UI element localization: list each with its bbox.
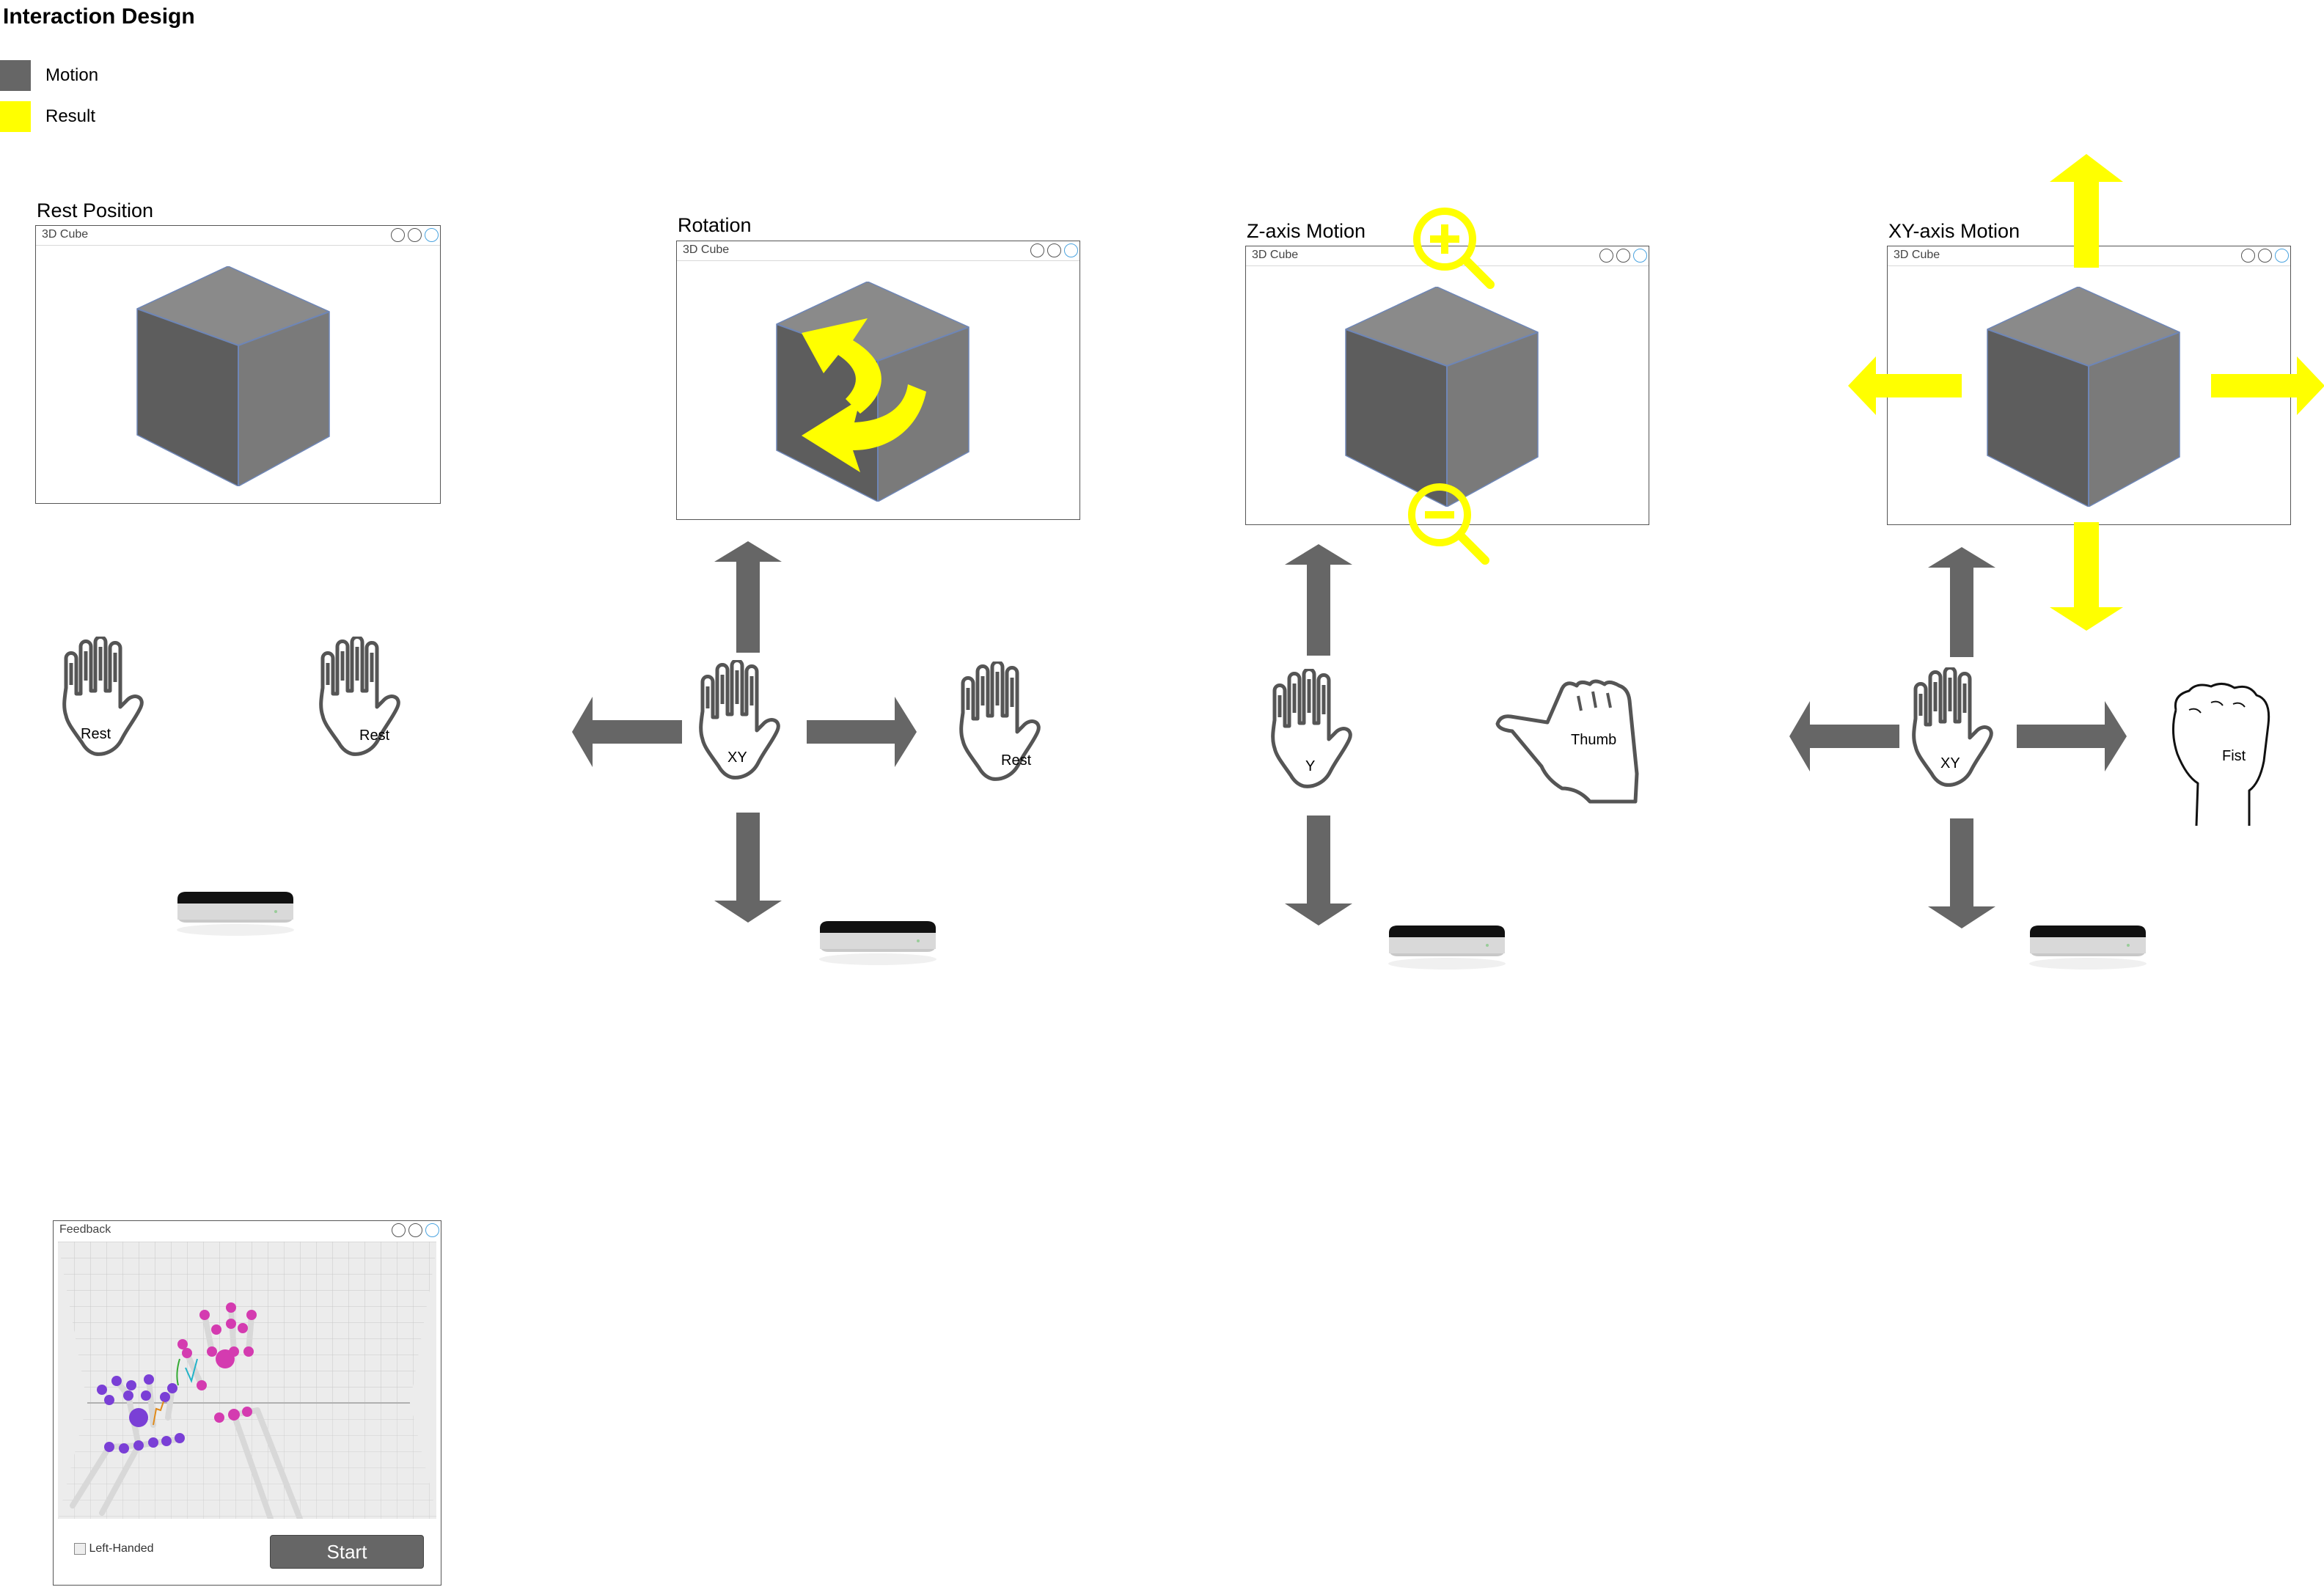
hand-label: XY xyxy=(727,749,747,766)
window-titlebar: 3D Cube xyxy=(677,241,1079,261)
arrow-up xyxy=(1928,547,1995,657)
feedback-window: Feedback xyxy=(53,1220,441,1586)
cube-3d xyxy=(1340,287,1553,507)
minimize-icon[interactable] xyxy=(2241,249,2255,263)
close-icon[interactable] xyxy=(2275,249,2289,263)
cube-3d xyxy=(131,266,344,486)
left-handed-option[interactable]: Left-Handed xyxy=(74,1542,154,1555)
arrow-down xyxy=(1928,818,1995,928)
finger-trail xyxy=(185,1358,198,1383)
arrow-down xyxy=(1285,816,1352,926)
section-title: XY-axis Motion xyxy=(1888,220,2020,242)
motion-sensor-device xyxy=(1385,921,1509,972)
right-hand-joints xyxy=(177,1302,257,1423)
arrow-down xyxy=(714,813,782,923)
section-title: Rest Position xyxy=(37,199,154,221)
hand-label: Rest xyxy=(81,726,111,742)
motion-arrows xyxy=(572,541,917,923)
tracking-grid xyxy=(58,1242,436,1519)
arrow-left-result xyxy=(1848,356,1962,415)
arrow-up xyxy=(714,541,782,653)
hand-label: Y xyxy=(1305,758,1316,774)
window-titlebar: Feedback xyxy=(54,1221,441,1240)
window-title: Feedback xyxy=(59,1223,111,1236)
section-title: Rotation xyxy=(678,214,752,236)
fist-icon xyxy=(2172,683,2270,827)
left-hand-joints xyxy=(97,1374,185,1454)
close-icon[interactable] xyxy=(1633,249,1647,263)
zoom-out-icon xyxy=(1408,483,1489,565)
page-title: Interaction Design xyxy=(3,4,195,29)
legend-label: Result xyxy=(45,106,96,126)
maximize-icon[interactable] xyxy=(1616,249,1630,263)
maximize-icon[interactable] xyxy=(2258,249,2272,263)
arrow-up-result xyxy=(2050,154,2123,268)
cube-window: 3D Cube xyxy=(676,241,1080,520)
hand-icon xyxy=(1269,669,1364,801)
thumb-hand-icon xyxy=(1495,679,1639,804)
maximize-icon[interactable] xyxy=(408,1223,422,1237)
minimize-icon[interactable] xyxy=(391,228,405,242)
motion-sensor-device xyxy=(173,887,298,939)
close-icon[interactable] xyxy=(425,228,439,242)
hand-icon xyxy=(697,660,792,792)
window-title: 3D Cube xyxy=(1252,249,1299,261)
maximize-icon[interactable] xyxy=(408,228,422,242)
legend-swatch-motion xyxy=(0,60,31,91)
checkbox-label: Left-Handed xyxy=(89,1542,154,1555)
window-title: 3D Cube xyxy=(1894,249,1940,261)
hand-label: XY xyxy=(1940,755,1960,771)
minimize-icon[interactable] xyxy=(1030,243,1044,257)
window-title: 3D Cube xyxy=(42,228,89,241)
arrow-up xyxy=(1285,544,1352,656)
motion-arrows xyxy=(1789,547,2127,928)
hand-tracking-visualizer[interactable] xyxy=(58,1242,436,1519)
motion-sensor-device xyxy=(815,917,940,968)
window-titlebar: 3D Cube xyxy=(36,226,440,246)
legend-item-motion: Motion xyxy=(0,60,98,91)
close-icon[interactable] xyxy=(1064,243,1078,257)
hand-icon xyxy=(317,637,412,769)
hand-label: Rest xyxy=(1001,752,1032,769)
start-button[interactable]: Start xyxy=(270,1535,424,1569)
section-title: Z-axis Motion xyxy=(1247,220,1366,242)
close-icon[interactable] xyxy=(425,1223,439,1237)
arrow-right xyxy=(2017,701,2127,771)
arrow-right xyxy=(807,697,917,767)
hand-label: Thumb xyxy=(1571,732,1617,748)
arrow-left xyxy=(572,697,682,767)
legend-swatch-result xyxy=(0,101,31,132)
arrow-down-result xyxy=(2050,522,2123,631)
zoom-in-icon xyxy=(1413,208,1495,289)
rotate-arrows-icon xyxy=(802,318,926,472)
arrow-left xyxy=(1789,701,1899,771)
motion-arrows xyxy=(1285,544,1352,926)
maximize-icon[interactable] xyxy=(1047,243,1061,257)
hand-icon xyxy=(60,637,155,769)
legend-item-result: Result xyxy=(0,101,95,132)
result-arrows xyxy=(1848,154,2324,631)
hand-icon xyxy=(957,661,1052,794)
hand-icon xyxy=(1910,667,2005,799)
legend-label: Motion xyxy=(45,65,99,85)
left-handed-checkbox[interactable] xyxy=(74,1542,86,1555)
right-hand-skeleton xyxy=(180,1305,303,1519)
hand-label: Fist xyxy=(2222,748,2246,764)
cube-window: 3D Cube xyxy=(1245,246,1649,525)
finger-trail xyxy=(176,1358,180,1386)
arrow-right-result xyxy=(2211,356,2324,415)
hand-label: Rest xyxy=(359,727,390,744)
motion-sensor-device xyxy=(2026,921,2150,972)
window-title: 3D Cube xyxy=(683,243,730,256)
finger-trail xyxy=(153,1401,164,1426)
minimize-icon[interactable] xyxy=(392,1223,406,1237)
minimize-icon[interactable] xyxy=(1599,249,1613,263)
cube-window: 3D Cube xyxy=(35,225,441,504)
